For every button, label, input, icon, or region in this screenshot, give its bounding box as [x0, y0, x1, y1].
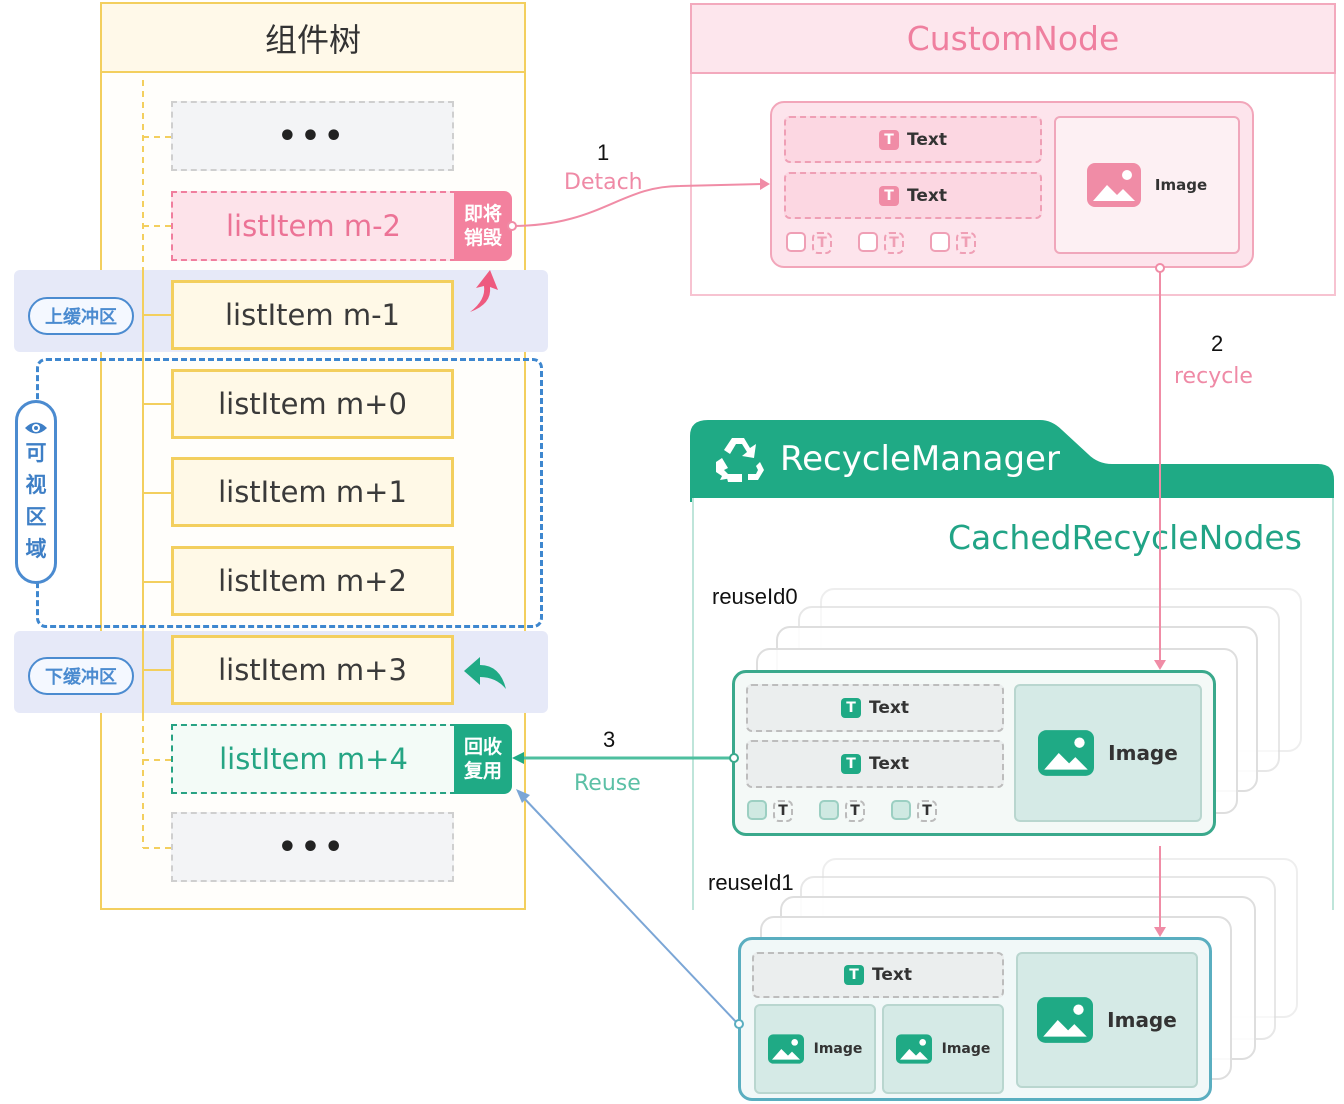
- image-icon: [1038, 730, 1095, 776]
- cached-small-image-slot: Image: [882, 1004, 1004, 1094]
- tree-connectors: [142, 80, 171, 849]
- text-icon: T: [879, 129, 900, 150]
- step-1-label: Detach: [564, 170, 643, 195]
- text-icon: T: [841, 754, 862, 774]
- reuse-id-1-label: reuseId1: [708, 870, 794, 895]
- text-icon: T: [841, 698, 862, 718]
- image-icon: [767, 1034, 804, 1064]
- step-3-number: 3: [603, 727, 616, 752]
- cached-mini-slots: T T T: [747, 800, 937, 822]
- custom-node-title: CustomNode: [690, 3, 1336, 74]
- image-icon: [891, 800, 911, 820]
- step-2-label: recycle: [1174, 364, 1253, 389]
- cached-image-slot: Image: [1016, 952, 1198, 1088]
- image-icon: [930, 232, 950, 252]
- step-3-label: Reuse: [574, 771, 641, 796]
- reuse-id-0-label: reuseId0: [712, 584, 798, 609]
- cached-image-slot: Image: [1014, 684, 1202, 822]
- cached-text-slot: T Text: [746, 740, 1004, 788]
- custom-node-mini-slots: T T T: [786, 232, 976, 254]
- recycle-manager-header: [690, 420, 1334, 502]
- image-icon: [858, 232, 878, 252]
- eye-icon: [25, 422, 47, 434]
- undo-arrow-icon: [464, 657, 506, 689]
- component-tree-title: 组件树: [100, 2, 526, 73]
- step-1-number: 1: [597, 140, 610, 165]
- image-icon: [1037, 997, 1094, 1043]
- recycle-icon: [716, 438, 764, 482]
- to-destroy-tag: 即将销毁: [454, 191, 512, 261]
- list-item-placeholder-top: •••: [171, 101, 454, 171]
- text-icon: T: [812, 232, 832, 254]
- text-icon: T: [844, 965, 865, 985]
- cached-text-slot: T Text: [752, 952, 1004, 998]
- list-item-placeholder-bottom: •••: [171, 812, 454, 882]
- list-item-m-plus-1[interactable]: listItem m+1: [171, 457, 454, 527]
- text-icon: T: [917, 800, 937, 822]
- visible-area-label: 可 视 区 域: [15, 400, 57, 584]
- image-icon: [786, 232, 806, 252]
- image-icon: [819, 800, 839, 820]
- upper-buffer-label: 上缓冲区: [28, 297, 134, 335]
- recycle-manager-title-row: RecycleManager: [712, 434, 1060, 484]
- list-item-m-minus-2[interactable]: listItem m-2: [171, 191, 456, 261]
- cached-small-image-slot: Image: [754, 1004, 876, 1094]
- step-2-number: 2: [1211, 331, 1224, 356]
- text-icon: T: [773, 800, 793, 822]
- custom-node-text-slot: T Text: [784, 116, 1042, 163]
- text-icon: T: [845, 800, 865, 822]
- curved-up-arrow-icon: [470, 270, 498, 312]
- list-item-m-plus-2[interactable]: listItem m+2: [171, 546, 454, 616]
- cached-recycle-nodes-title: CachedRecycleNodes: [948, 518, 1302, 557]
- custom-node-image-slot: Image: [1054, 116, 1240, 254]
- custom-node-text-slot: T Text: [784, 172, 1042, 219]
- list-item-m-minus-1[interactable]: listItem m-1: [171, 280, 454, 350]
- cached-text-slot: T Text: [746, 684, 1004, 732]
- text-icon: T: [879, 185, 900, 206]
- lower-buffer-label: 下缓冲区: [28, 657, 134, 695]
- list-item-m-plus-0[interactable]: listItem m+0: [171, 369, 454, 439]
- list-item-m-plus-3[interactable]: listItem m+3: [171, 635, 454, 705]
- image-icon: [1086, 163, 1141, 207]
- list-item-m-plus-4[interactable]: listItem m+4: [171, 724, 456, 794]
- text-icon: T: [884, 232, 904, 254]
- image-icon: [895, 1034, 932, 1064]
- text-icon: T: [956, 232, 976, 254]
- image-icon: [747, 800, 767, 820]
- recycle-reuse-tag: 回收复用: [454, 724, 512, 794]
